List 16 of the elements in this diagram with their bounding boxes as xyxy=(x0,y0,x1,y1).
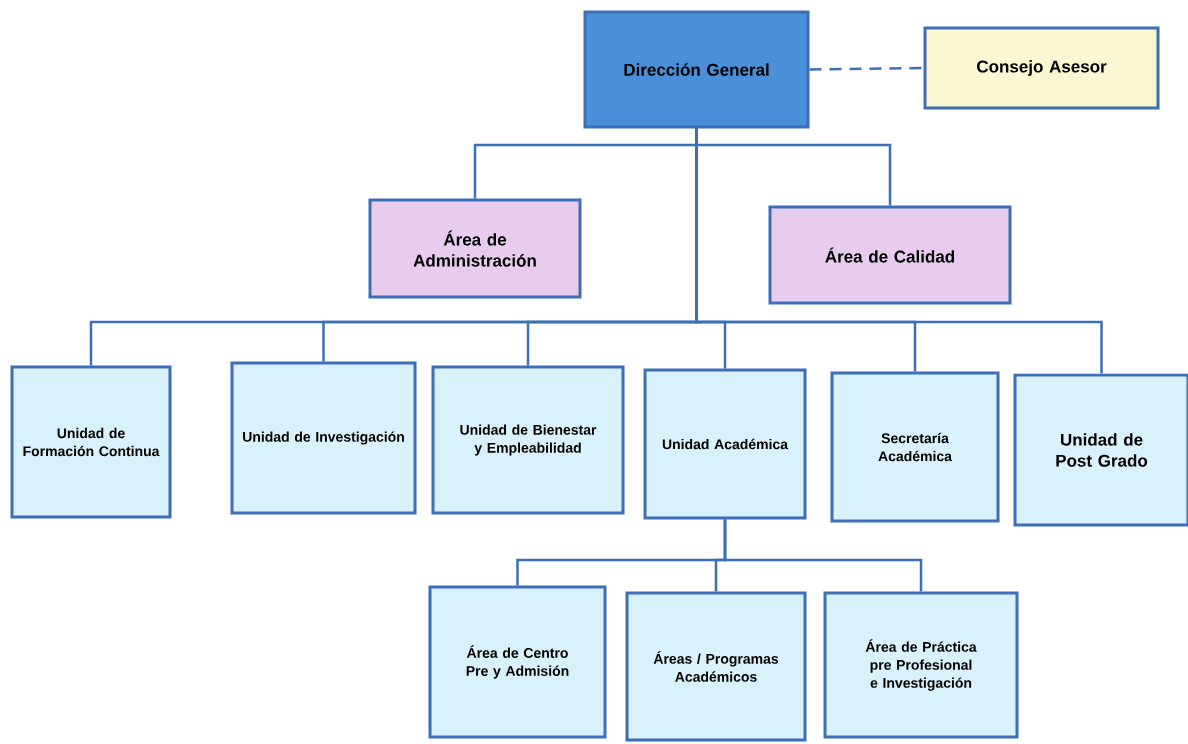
connector-line xyxy=(809,66,924,71)
org-box: Unidad de Bienestar y Empleabilidad xyxy=(431,365,625,515)
connector-line xyxy=(723,519,923,592)
org-box: Área de Administración xyxy=(368,198,582,299)
org-box: Consejo Asesor xyxy=(923,26,1160,110)
org-box: Unidad Académica xyxy=(643,368,807,520)
org-box: Área de Práctica pre Profesional e Investigación xyxy=(823,591,1019,739)
org-box: Unidad de Formación Continua xyxy=(10,365,172,519)
org-box: Área de Calidad xyxy=(768,205,1012,305)
org-box: Unidad de Investigación xyxy=(230,361,417,515)
org-box: Área de Centro Pre y Admisión xyxy=(428,585,607,739)
org-box: Áreas / Programas Académicos xyxy=(625,591,807,742)
connector-line xyxy=(695,128,1103,374)
org-box: Secretaría Académica xyxy=(830,371,1000,523)
org-box: Dirección General xyxy=(583,10,810,129)
org-box: Unidad de Post Grado xyxy=(1013,373,1188,527)
